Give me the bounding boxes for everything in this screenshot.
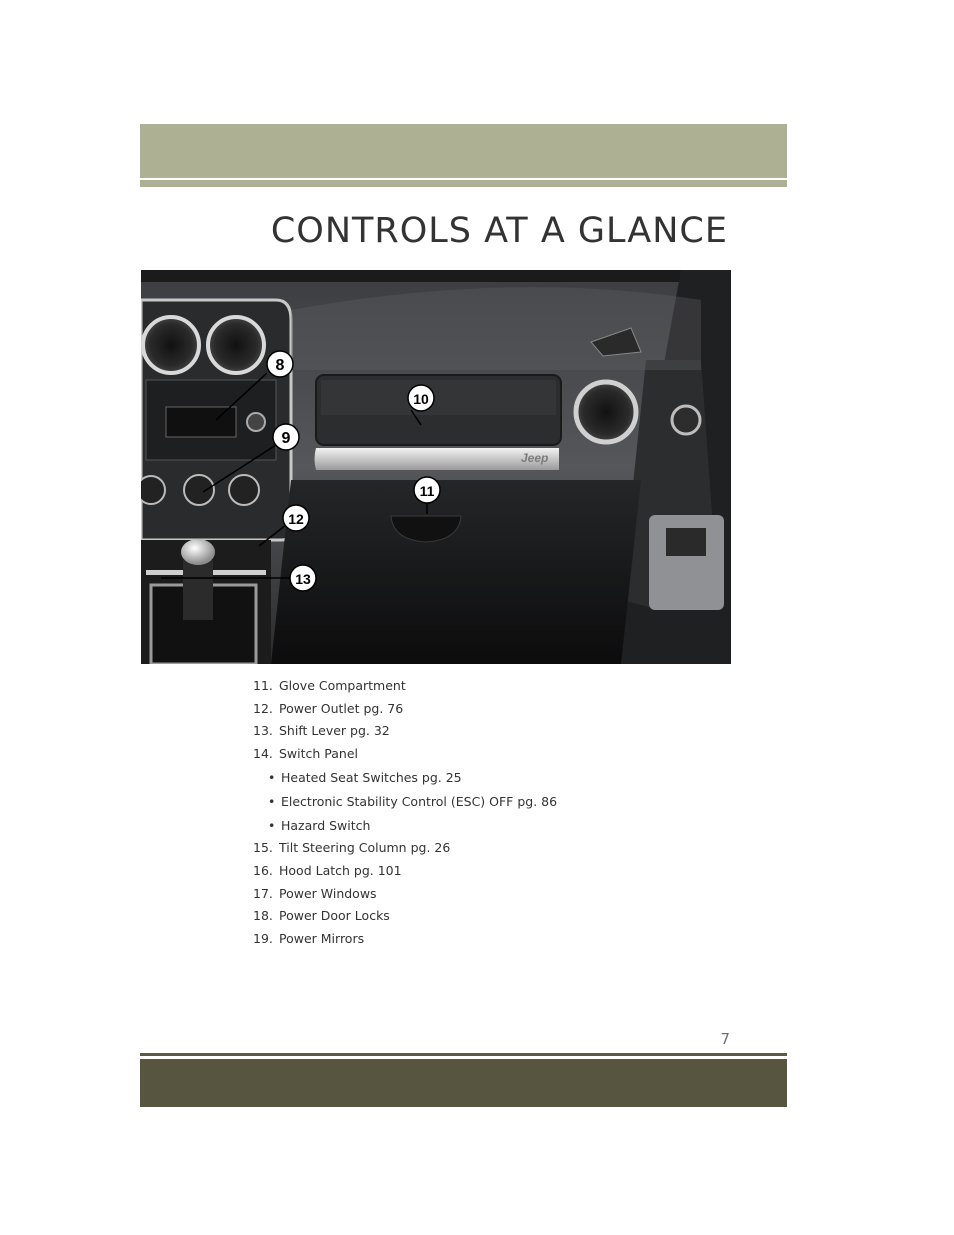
callout-12: 12 — [282, 504, 310, 532]
svg-text:11: 11 — [420, 483, 435, 499]
sub-list-item: •Hazard Switch — [268, 818, 371, 833]
list-item: 13.Shift Lever pg. 32 — [253, 723, 390, 738]
callout-10: 10 — [407, 384, 435, 412]
page-title: CONTROLS AT A GLANCE — [270, 211, 728, 252]
svg-text:10: 10 — [413, 391, 429, 407]
sub-list-item: •Electronic Stability Control (ESC) OFF … — [268, 794, 558, 809]
svg-text:8: 8 — [276, 357, 285, 374]
footer-rule — [140, 1053, 787, 1056]
list-item: 19.Power Mirrors — [253, 931, 365, 946]
svg-text:12: 12 — [288, 511, 304, 527]
list-item: 16.Hood Latch pg. 101 — [253, 863, 402, 878]
header-rule — [140, 180, 787, 187]
sub-list-item: •Heated Seat Switches pg. 25 — [268, 770, 462, 785]
list-item: 18.Power Door Locks — [253, 908, 390, 923]
list-item: 14.Switch Panel — [253, 746, 359, 761]
header-band — [140, 124, 787, 178]
list-item: 15.Tilt Steering Column pg. 26 — [253, 840, 451, 855]
callout-11: 11 — [413, 476, 441, 504]
list-item: 11.Glove Compartment — [253, 678, 406, 693]
list-item: 12.Power Outlet pg. 76 — [253, 701, 404, 716]
list-item: 17.Power Windows — [253, 886, 377, 901]
jeep-badge: Jeep — [521, 451, 548, 465]
dashboard-photo: Jeep 8 9 10 11 — [141, 270, 731, 664]
svg-text:9: 9 — [282, 430, 291, 447]
svg-text:13: 13 — [295, 571, 311, 587]
callout-8: 8 — [266, 350, 294, 378]
footer-band — [140, 1059, 787, 1107]
page-number: 7 — [720, 1030, 730, 1048]
callout-9: 9 — [272, 423, 300, 451]
callout-13: 13 — [289, 564, 317, 592]
